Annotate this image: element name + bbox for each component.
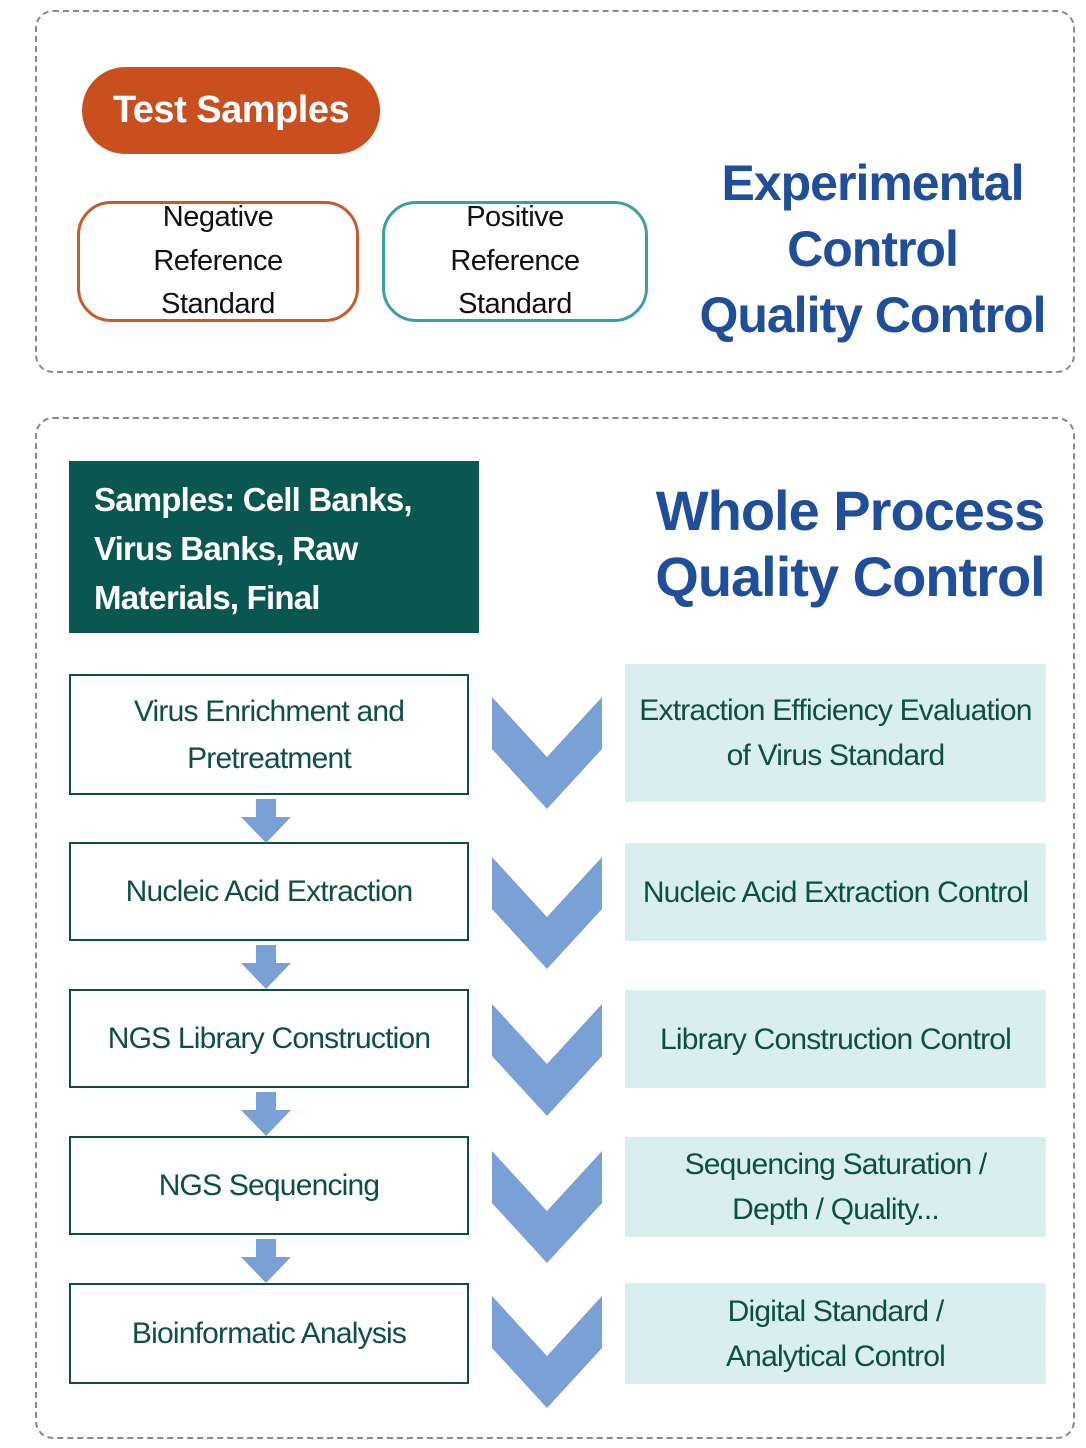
chevron-down-icon	[492, 697, 602, 809]
chevron-down-icon	[492, 1296, 602, 1408]
step-label: Bioinformatic Analysis	[131, 1317, 407, 1350]
experimental-control-heading: Experimental Control Quality Control	[670, 150, 1075, 348]
negative-reference-label: Negative Reference Standard	[153, 201, 283, 321]
positive-reference-standard: Positive Reference Standard	[382, 201, 648, 322]
qc-label: Extraction Efficiency Evaluation of Viru…	[639, 694, 1032, 772]
experimental-control-panel	[35, 10, 1075, 373]
whole-process-panel	[35, 417, 1075, 1439]
chevron-down-icon	[492, 1004, 602, 1116]
samples-box: Samples: Cell Banks, Virus Banks, Raw Ma…	[69, 461, 479, 665]
step-label: NGS Sequencing	[158, 1169, 380, 1202]
qc-digital-standard: Digital Standard / Analytical Control	[625, 1283, 1046, 1384]
whole-process-heading-line1: Whole Process	[655, 479, 1045, 542]
whole-process-heading-line2: Quality Control	[655, 545, 1045, 608]
negative-reference-standard: Negative Reference Standard	[77, 201, 359, 322]
experimental-control-heading-line2: Quality Control	[699, 287, 1046, 343]
down-arrow-icon	[241, 799, 291, 843]
test-samples-label: Test Samples	[112, 89, 350, 131]
step-label: Virus Enrichment and Pretreatment	[133, 694, 405, 775]
step-ngs-sequencing: NGS Sequencing	[69, 1136, 469, 1235]
qc-nucleic-acid-extraction-control: Nucleic Acid Extraction Control	[625, 843, 1046, 941]
step-bioinformatic-analysis: Bioinformatic Analysis	[69, 1283, 469, 1384]
step-label: NGS Library Construction	[107, 1022, 431, 1055]
step-label: Nucleic Acid Extraction	[125, 875, 414, 908]
qc-sequencing-saturation: Sequencing Saturation / Depth / Quality.…	[625, 1137, 1046, 1237]
samples-label: Samples: Cell Banks, Virus Banks, Raw Ma…	[94, 481, 413, 665]
positive-reference-label: Positive Reference Standard	[450, 201, 580, 321]
down-arrow-icon	[241, 945, 291, 989]
chevron-down-icon	[492, 1151, 602, 1263]
step-virus-enrichment: Virus Enrichment and Pretreatment	[69, 674, 469, 795]
whole-process-heading: Whole Process Quality Control	[655, 478, 1045, 610]
step-nucleic-acid-extraction: Nucleic Acid Extraction	[69, 842, 469, 941]
qc-library-construction-control: Library Construction Control	[625, 990, 1046, 1088]
qc-label: Library Construction Control	[659, 1022, 1012, 1056]
qc-label: Digital Standard / Analytical Control	[725, 1294, 946, 1373]
down-arrow-icon	[241, 1239, 291, 1283]
qc-label: Sequencing Saturation / Depth / Quality.…	[684, 1148, 988, 1226]
test-samples-pill: Test Samples	[82, 67, 380, 154]
experimental-control-heading-line1: Experimental Control	[721, 155, 1024, 277]
down-arrow-icon	[241, 1092, 291, 1136]
step-ngs-library-construction: NGS Library Construction	[69, 989, 469, 1088]
qc-label: Nucleic Acid Extraction Control	[642, 875, 1029, 909]
qc-extraction-efficiency: Extraction Efficiency Evaluation of Viru…	[625, 664, 1046, 802]
chevron-down-icon	[492, 857, 602, 969]
